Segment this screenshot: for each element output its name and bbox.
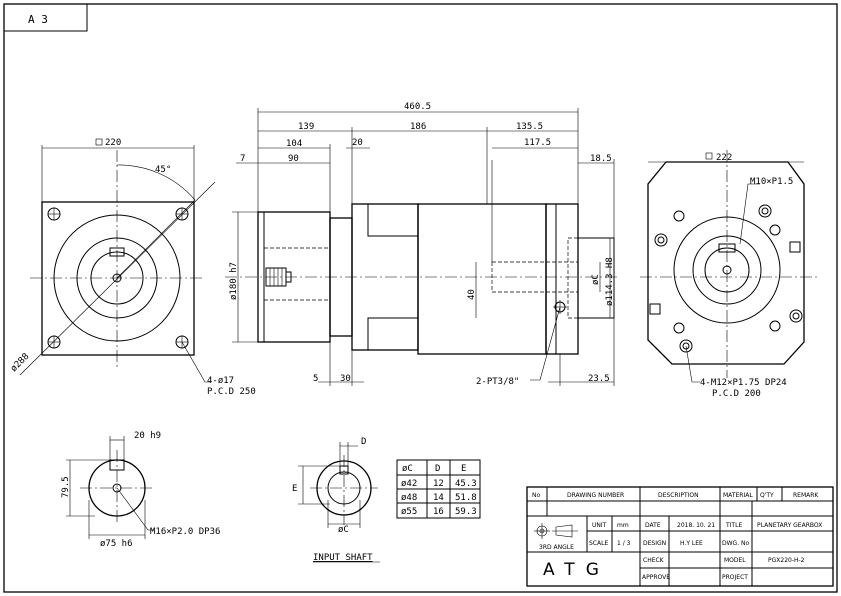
side-dim-30: 30 [340, 374, 351, 384]
tb-h-material: MATERIAL [723, 492, 753, 499]
third-angle-symbol [534, 523, 578, 539]
front-view: 220 45° ø288 4-ø17 P.C.D 250 [9, 138, 256, 397]
table-header-d: D [435, 464, 440, 474]
table-cell: ø48 [401, 493, 417, 503]
table-cell: 59.3 [455, 507, 477, 517]
side-bore-dim: øC [591, 274, 601, 285]
sheet-size-box [3, 3, 88, 32]
side-overall-dim: 460.5 [404, 102, 431, 112]
tb-check-label: CHECK [643, 557, 665, 564]
tb-model-label: MODEL [724, 557, 746, 564]
side-dim-135-5: 135.5 [516, 122, 543, 132]
tb-h-qty: Q'TY [760, 492, 774, 499]
out-tap-callout: M16×P2.0 DP36 [150, 527, 220, 537]
tb-title-label: TITLE [725, 522, 742, 529]
side-dim-117-5: 117.5 [524, 138, 551, 148]
side-dim-104: 104 [286, 139, 302, 149]
sheet-border [3, 3, 838, 593]
tb-h-no: No [532, 492, 540, 499]
table-cell: ø42 [401, 479, 417, 489]
title-block: No DRAWING NUMBER DESCRIPTION MATERIAL Q… [526, 486, 834, 587]
tb-design-label: DESIGN [643, 540, 666, 547]
table-header-c: øC [402, 464, 413, 474]
tb-title-value: PLANETARY GEARBOX [757, 522, 822, 529]
tb-date-label: DATE [645, 522, 661, 529]
side-dim-186: 186 [410, 122, 426, 132]
side-dim-23-5: 23.5 [588, 374, 610, 384]
side-dim-7: 7 [240, 154, 245, 164]
side-plug-callout: 2-PT3/8" [476, 377, 519, 387]
side-dim-40: 40 [467, 289, 477, 300]
tb-scale-value: 1 / 3 [617, 540, 631, 547]
input-shaft-detail: D E øC INPUT SHAFT [292, 437, 380, 563]
tb-third-angle: 3RD ANGLE [539, 544, 574, 551]
front-flange-square [41, 201, 195, 356]
shaft-table: øC D E ø42 12 45.3 ø48 14 51.8 ø55 16 59… [396, 459, 481, 519]
front-pcd-callout: P.C.D 250 [207, 387, 256, 397]
tb-model-value: PGX220-H-2 [768, 557, 805, 564]
rear-holes-callout: 4-M12×P1.75 DP24 [700, 378, 787, 388]
tb-approve-label: APPROVE [642, 574, 670, 581]
side-dim-90: 90 [288, 154, 299, 164]
in-d-label: D [361, 437, 366, 447]
input-shaft-title: INPUT SHAFT [313, 553, 373, 563]
tb-design-value: H.Y LEE [680, 540, 703, 547]
tb-h-drawing-number: DRAWING NUMBER [567, 492, 624, 499]
tb-dwg-label: DWG. No [722, 540, 750, 547]
table-cell: 14 [433, 493, 444, 503]
in-c-label: øC [338, 525, 349, 535]
tb-unit-label: UNIT [592, 522, 607, 529]
rear-tap-callout: M10×P1.5 [750, 177, 793, 187]
output-shaft-detail: 20 h9 79.5 ø75 h6 M16×P2.0 DP36 [61, 431, 220, 549]
front-angle-dim: 45° [155, 165, 171, 175]
table-cell: 16 [433, 507, 444, 517]
side-dim-18-5: 18.5 [590, 154, 612, 164]
rear-pcd-callout: P.C.D 200 [712, 389, 761, 399]
in-e-label: E [292, 484, 297, 494]
side-bore2-dim: ø114.3 H8 [605, 257, 615, 306]
table-cell: 12 [433, 479, 444, 489]
side-view: 460.5 139 186 135.5 104 90 7 20 117.5 18… [225, 102, 620, 387]
tb-date-value: 2018. 10. 21 [677, 522, 715, 529]
tb-project-label: PROJECT [722, 574, 748, 581]
tb-scale-label: SCALE [589, 540, 608, 547]
table-cell: 51.8 [455, 493, 477, 503]
front-square-dim: 220 [105, 138, 121, 148]
tb-h-remark: REMARK [793, 492, 819, 499]
front-diameter-dim: ø288 [9, 352, 31, 374]
rear-view: 222 M10×P1.5 4-M12×P1.75 DP24 P.C.D 200 [640, 150, 818, 399]
rear-square-dim: 222 [716, 153, 732, 163]
table-header-e: E [461, 464, 466, 474]
front-holes-callout: 4-ø17 [207, 376, 234, 386]
table-cell: 45.3 [455, 479, 477, 489]
out-diameter-dim: ø75 h6 [100, 539, 133, 549]
side-dim-20: 20 [352, 138, 363, 148]
side-pilot-dim: ø180 h7 [229, 262, 239, 300]
side-dim-5: 5 [313, 374, 318, 384]
tb-h-description: DESCRIPTION [658, 492, 699, 499]
sheet-size-label: A 3 [28, 13, 48, 26]
tb-unit-value: mm [617, 522, 629, 529]
side-dim-139: 139 [298, 122, 314, 132]
out-height-dim: 79.5 [61, 476, 71, 498]
table-cell: ø55 [401, 507, 417, 517]
company-logo: ATG [543, 560, 610, 580]
out-key-dim: 20 h9 [134, 431, 161, 441]
